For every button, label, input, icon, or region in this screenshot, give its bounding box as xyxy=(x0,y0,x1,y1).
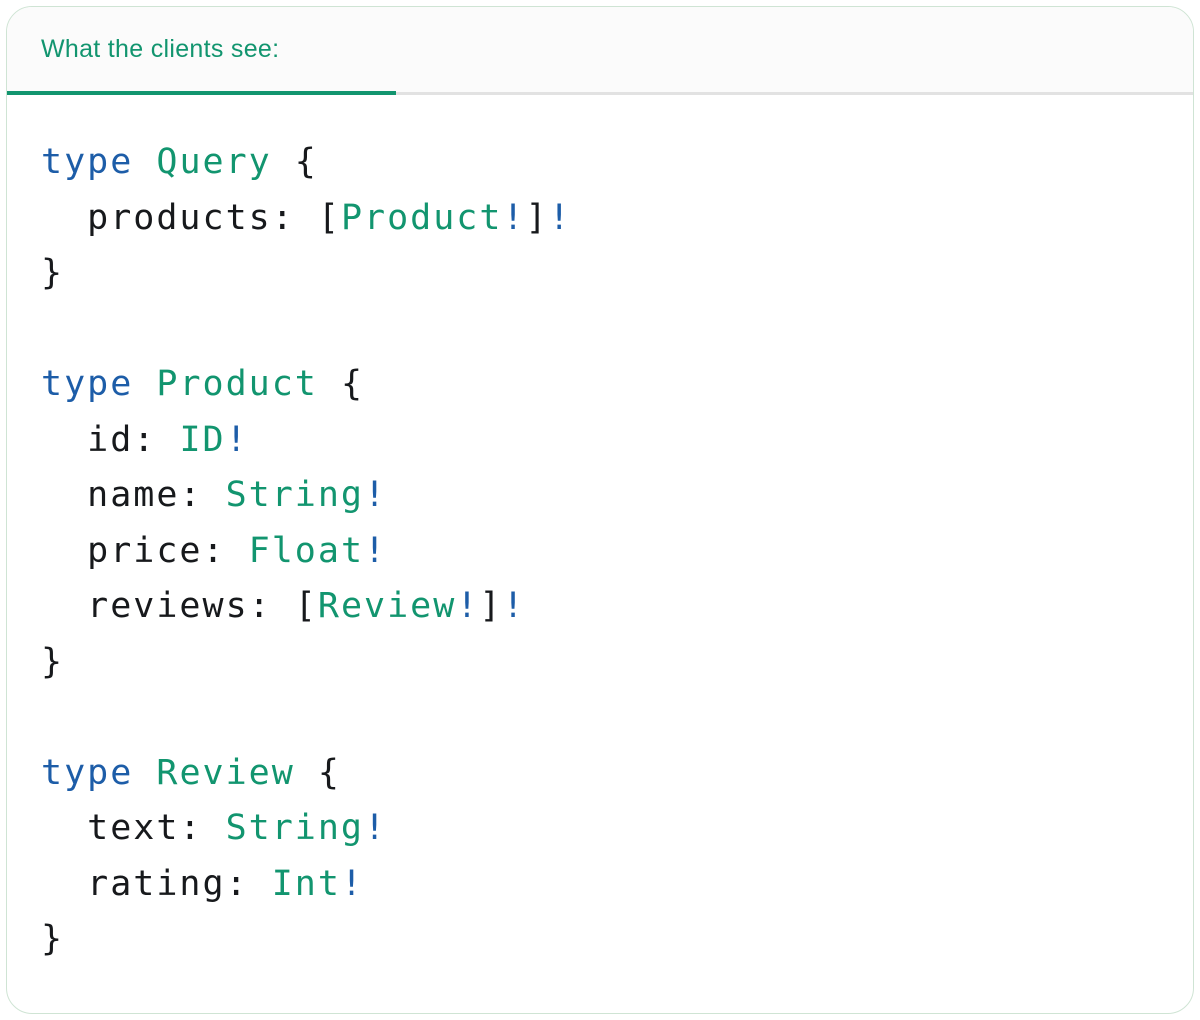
code-line: id: ID! xyxy=(41,413,1159,469)
code-token-type-name: String xyxy=(225,808,365,848)
code-token-non-null: ! xyxy=(502,197,526,238)
code-token-type-name: String xyxy=(225,475,365,515)
tab-active-indicator xyxy=(7,91,396,95)
code-token-non-null: ! xyxy=(364,475,388,515)
code-token-plain: { xyxy=(317,364,365,404)
code-line: } xyxy=(41,246,1159,302)
code-block: type Query { products: [Product!]!} type… xyxy=(7,95,1193,1008)
code-line: type Product { xyxy=(41,357,1159,413)
code-token-plain: ] xyxy=(525,197,549,238)
code-token-non-null: ! xyxy=(456,586,480,626)
code-token-plain: ] xyxy=(479,586,503,626)
code-token-type-name: Product xyxy=(340,197,503,238)
code-token-non-null: ! xyxy=(548,197,572,238)
code-line: name: String! xyxy=(41,468,1159,524)
code-token-non-null: ! xyxy=(364,808,388,848)
code-line: products: [Product!]! xyxy=(41,191,1159,247)
schema-panel: What the clients see: type Query { produ… xyxy=(6,6,1194,1014)
code-line xyxy=(41,690,1159,746)
code-token-plain: id: xyxy=(41,419,180,460)
code-token-non-null: ! xyxy=(225,419,249,460)
tab-what-clients-see[interactable]: What the clients see: xyxy=(7,7,339,92)
code-line: text: String! xyxy=(41,801,1159,857)
code-line: } xyxy=(41,912,1159,968)
code-token-type-name: Product xyxy=(156,364,318,404)
code-line: } xyxy=(41,635,1159,691)
panel-header: What the clients see: xyxy=(7,7,1193,95)
code-line xyxy=(41,302,1159,358)
code-token-non-null: ! xyxy=(364,530,388,571)
code-token-plain: name: xyxy=(41,475,226,515)
code-line: type Review { xyxy=(41,746,1159,802)
code-token-plain: } xyxy=(41,253,65,293)
code-token-type-name: Query xyxy=(156,142,272,182)
code-token-type-name: Float xyxy=(248,530,365,571)
code-token-plain xyxy=(133,753,156,793)
code-token-plain xyxy=(133,142,156,182)
code-token-plain: { xyxy=(294,752,341,793)
tab-label: What the clients see: xyxy=(41,35,280,63)
code-token-plain xyxy=(133,364,156,404)
code-token-non-null: ! xyxy=(502,586,526,626)
code-token-plain: } xyxy=(41,641,65,682)
code-line: type Query { xyxy=(41,135,1159,191)
code-token-plain: { xyxy=(271,142,318,182)
code-token-plain: rating: xyxy=(41,863,272,904)
code-line: reviews: [Review!]! xyxy=(41,579,1159,635)
code-line: rating: Int! xyxy=(41,857,1159,913)
code-token-plain: } xyxy=(41,919,65,959)
code-token-plain: text: xyxy=(41,808,226,848)
code-token-type-name: ID xyxy=(179,419,226,460)
code-token-non-null: ! xyxy=(340,863,365,904)
code-token-keyword: type xyxy=(41,752,134,793)
code-token-plain: price: xyxy=(41,530,249,571)
code-token-type-name: Review xyxy=(156,752,295,793)
code-token-keyword: type xyxy=(41,364,134,404)
code-token-plain: products: [ xyxy=(41,197,341,238)
code-token-plain: reviews: [ xyxy=(41,586,318,626)
code-token-type-name: Int xyxy=(271,863,341,904)
code-line: price: Float! xyxy=(41,524,1159,580)
code-token-keyword: type xyxy=(41,142,134,182)
code-token-type-name: Review xyxy=(317,586,457,626)
